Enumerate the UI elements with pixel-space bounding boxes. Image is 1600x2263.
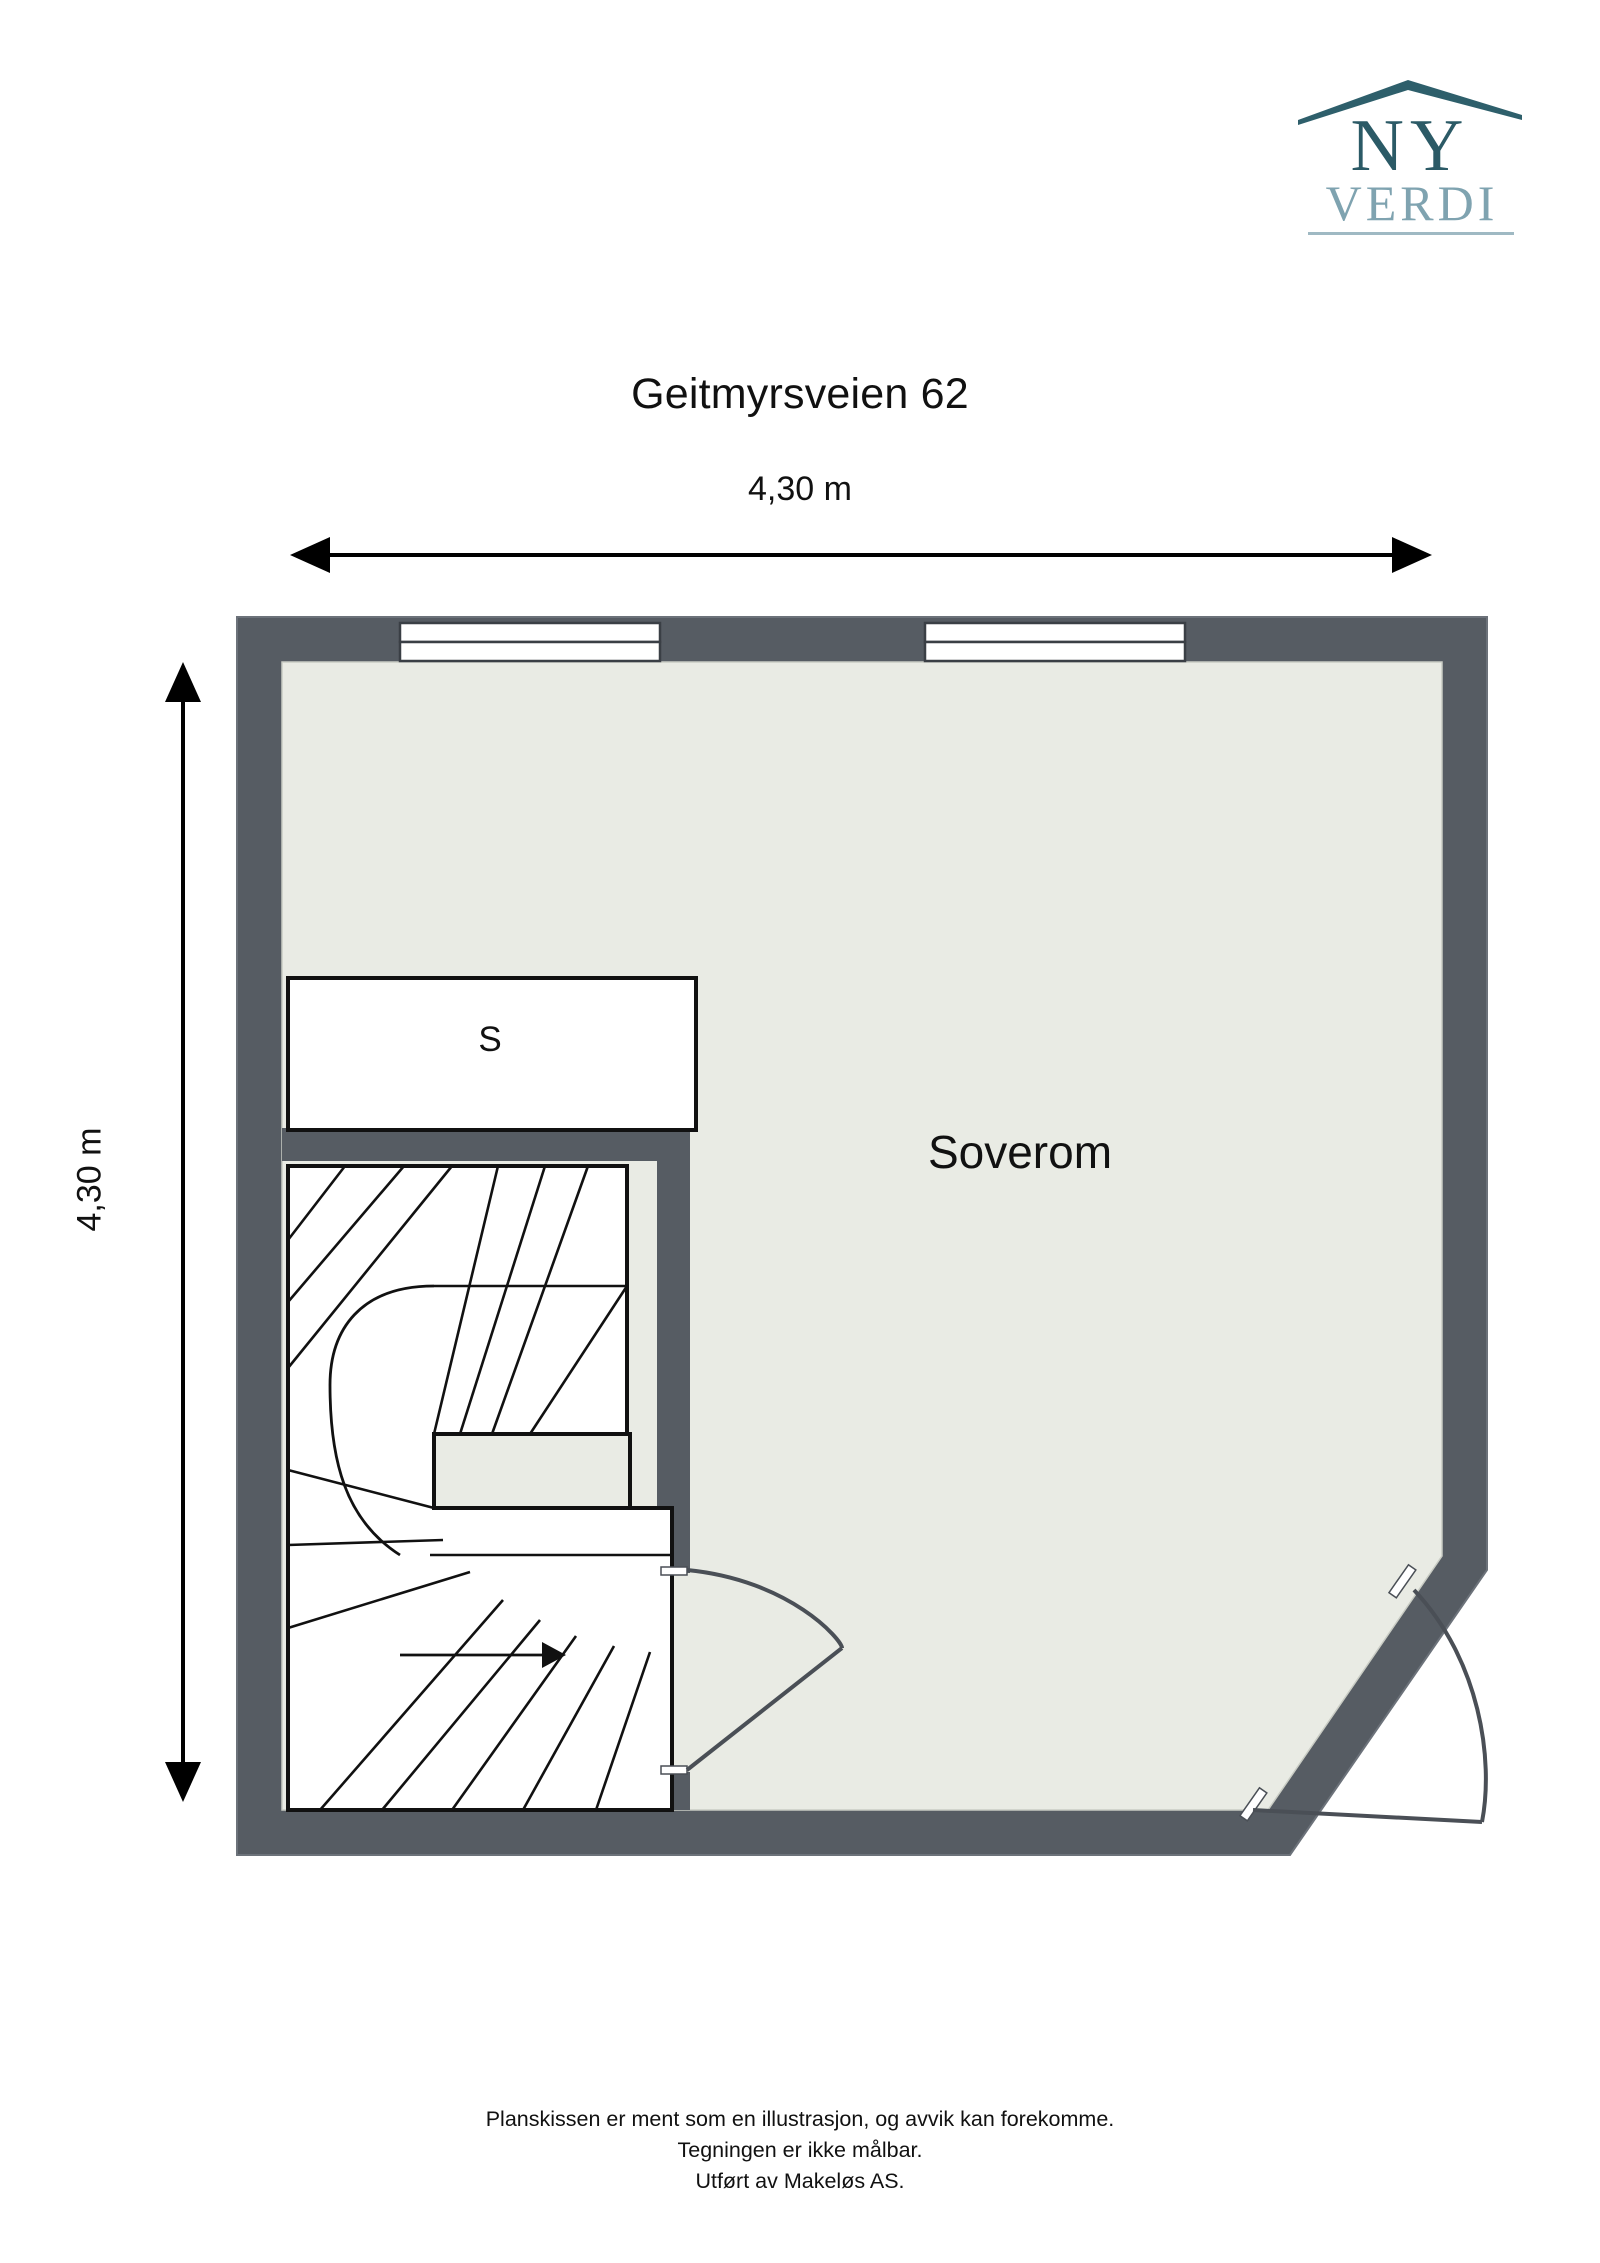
logo-roof-icon [1298,80,1522,125]
footer-disclaimer: Planskissen er ment som en illustrasjon,… [0,2104,1600,2197]
dimension-label-top: 4,30 m [748,470,852,508]
stair-direction-arrow [400,1642,566,1668]
window-top-right [923,621,1187,663]
page-title: Geitmyrsveien 62 [631,370,969,418]
logo-line1: NY [1351,105,1470,187]
footer-line-2: Tegningen er ikke målbar. [677,2138,923,2162]
stair-newel-curve [328,1284,435,1557]
logo-baseline [1308,232,1514,235]
storage-closet-box [286,976,698,1132]
storage-label: S [478,1020,502,1059]
door-interior-soverom [660,1566,844,1775]
staircase [286,1164,674,1812]
door-entry-corner [1238,1563,1488,1824]
ny-verdi-logo: NY VERDI [1290,62,1530,242]
footer-line-1: Planskissen er ment som en illustrasjon,… [485,2107,1115,2131]
window-top-left [398,621,662,663]
interior-partition-walls [282,1128,690,1810]
footer-line-3: Utført av Makeløs AS. [695,2169,905,2193]
logo-line2: VERDI [1326,175,1499,231]
room-label-soverom: Soverom [927,1126,1113,1178]
